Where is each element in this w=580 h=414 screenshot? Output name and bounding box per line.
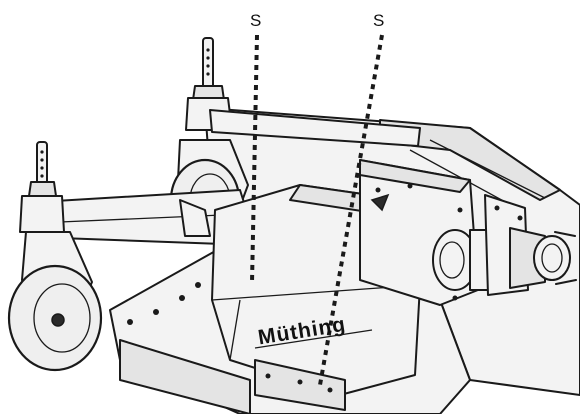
brand-underline xyxy=(254,329,373,349)
gearbox-assembly xyxy=(359,159,577,306)
marker-s-left: S xyxy=(250,11,261,30)
front-wheel-assembly xyxy=(7,141,103,372)
guide-lines xyxy=(250,34,384,386)
marker-s-right: S xyxy=(373,11,384,30)
guide-line-left xyxy=(250,34,259,284)
